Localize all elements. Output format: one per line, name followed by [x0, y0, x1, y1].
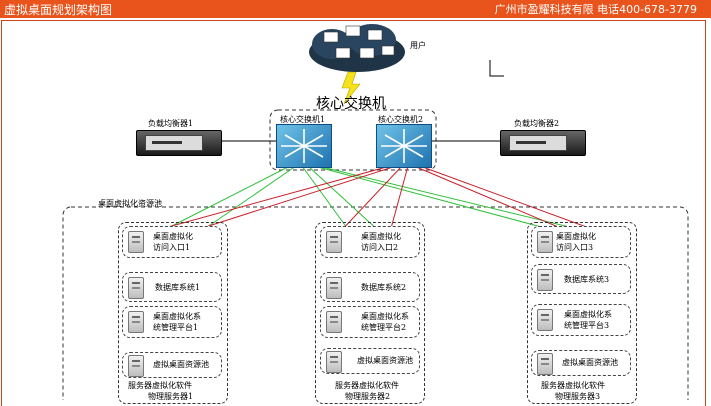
user-label: 用户 [410, 41, 426, 50]
server-icon [128, 231, 144, 253]
desktop-pool-3: 虚拟桌面资源池 [531, 350, 631, 376]
server-icon [326, 277, 342, 299]
server-icon [326, 231, 342, 253]
management-platform-2: 桌面虚拟化系 统管理平台2 [320, 306, 420, 338]
cloud-icon [309, 24, 405, 72]
virtualization-software-1: 服务器虚拟化软件 [128, 381, 192, 390]
lb2-label: 负载均衡器2 [514, 119, 560, 128]
server-icon [326, 311, 342, 333]
header-bar: 虚拟桌面规划架构图 广州市盈耀科技有限 电话400-678-3779 [0, 0, 711, 18]
server-icon [326, 351, 342, 373]
management-platform-3: 桌面虚拟化系 统管理平台3 [531, 304, 631, 336]
lb1-label: 负载均衡器1 [148, 119, 194, 128]
resource-pool-box [62, 206, 689, 400]
switch1-label: 核心交换机1 [280, 115, 326, 124]
server-icon [537, 269, 553, 291]
server-icon [128, 355, 144, 377]
database-1: 数据库系统1 [122, 272, 222, 302]
core-switch-title: 核心交换机 [316, 96, 386, 112]
resource-pool-label: 桌面虚拟化资源池 [98, 199, 162, 208]
database-3: 数据库系统3 [531, 264, 631, 294]
server-icon [128, 277, 144, 299]
desktop-pool-2: 虚拟桌面资源池 [320, 348, 420, 374]
physical-server-1: 物理服务器1 [148, 392, 194, 401]
virtualization-software-3: 服务器虚拟化软件 [541, 381, 605, 390]
access-entry-2: 桌面虚拟化 访问入口2 [320, 226, 420, 258]
server-icon [537, 309, 553, 331]
management-platform-1: 桌面虚拟化系 统管理平台1 [122, 306, 222, 338]
lightning-icon [341, 71, 361, 105]
core-switch-box [269, 109, 437, 171]
physical-server-3: 物理服务器3 [555, 392, 601, 401]
load-balancer-1-icon [136, 130, 222, 156]
access-entry-1: 桌面虚拟化 访问入口1 [122, 226, 222, 258]
server-icon [128, 311, 144, 333]
server-icon [537, 353, 553, 375]
green-links [159, 165, 591, 233]
virtualization-software-2: 服务器虚拟化软件 [335, 381, 399, 390]
server-icon [537, 231, 553, 253]
diagram-frame [1, 20, 706, 406]
switch2-label: 核心交换机2 [378, 115, 424, 124]
physical-server-2: 物理服务器2 [345, 392, 391, 401]
switch1-icon [276, 124, 332, 168]
access-entry-3: 桌面虚拟化 访问入口3 [531, 226, 631, 258]
load-balancer-2-icon [500, 130, 586, 156]
desktop-pool-1: 虚拟桌面资源池 [122, 352, 222, 378]
database-2: 数据库系统2 [320, 272, 420, 302]
page-title: 虚拟桌面规划架构图 [4, 3, 113, 17]
red-links [149, 165, 601, 233]
switch2-icon [376, 124, 432, 168]
company-info: 广州市盈耀科技有限 电话400-678-3779 [494, 3, 697, 16]
